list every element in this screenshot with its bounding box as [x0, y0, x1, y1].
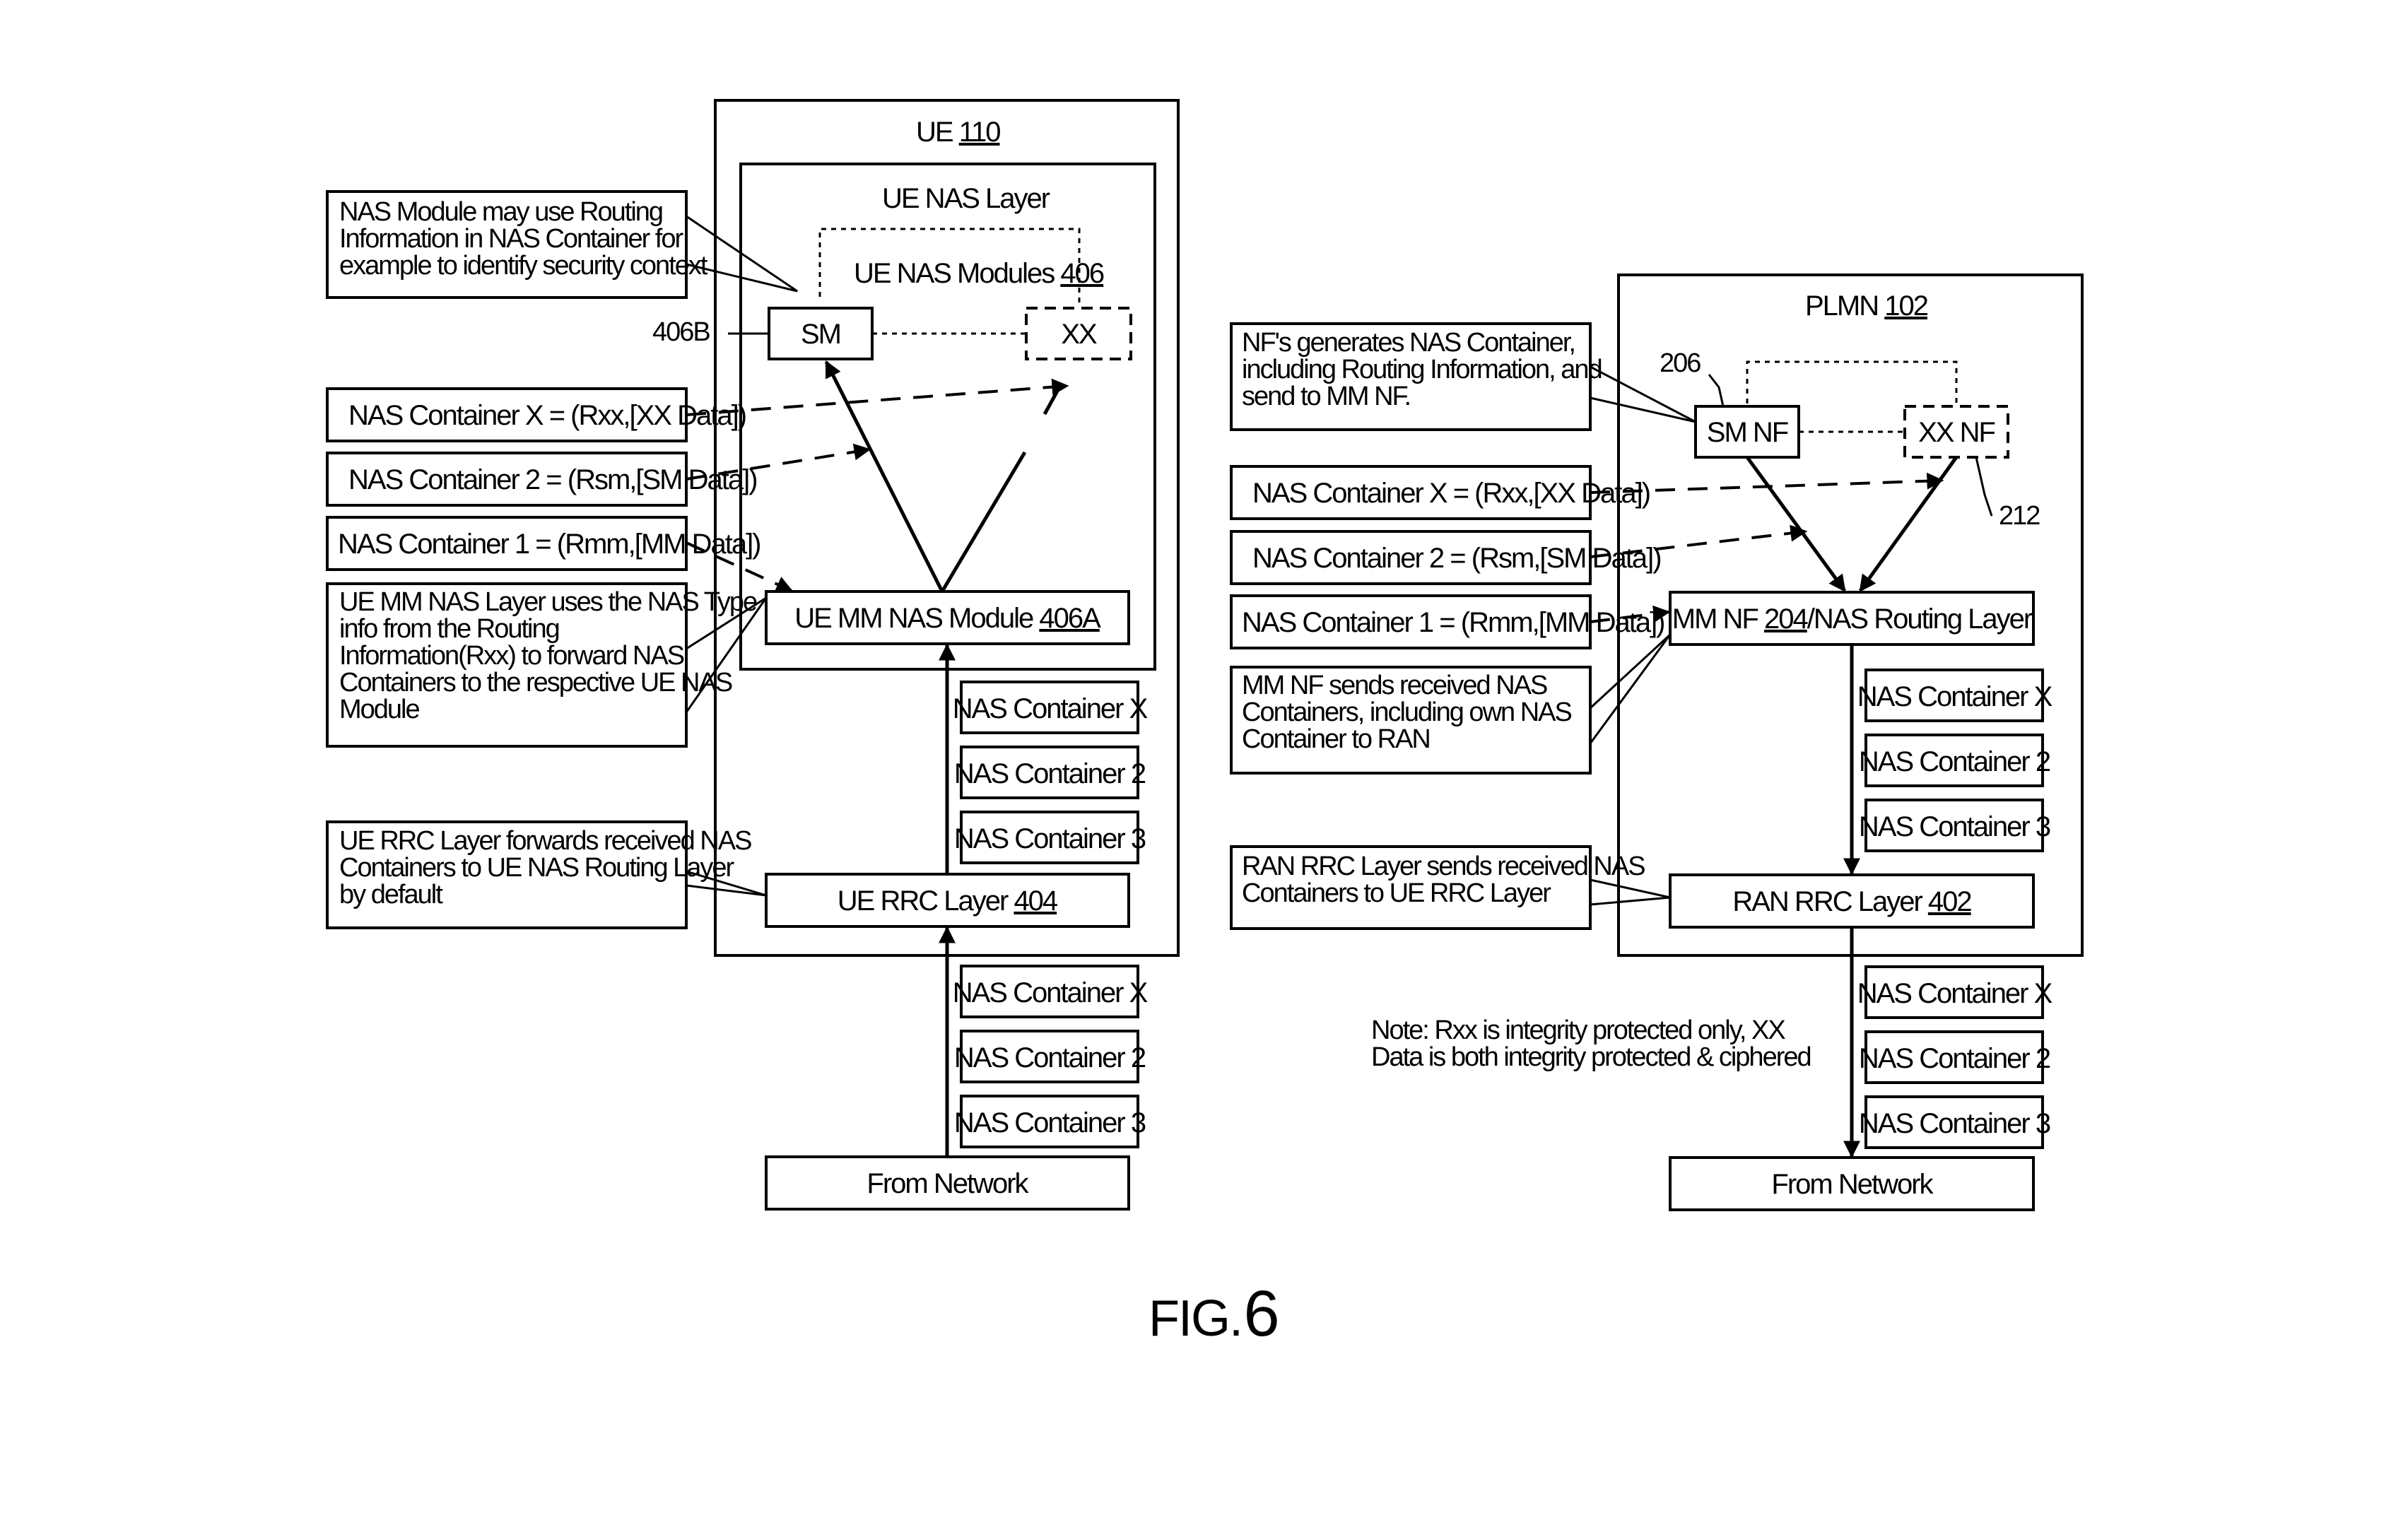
sm-module-ref: 406B — [652, 317, 710, 347]
note-mmnf-box — [1230, 666, 1592, 775]
right-container-1-def-box — [1230, 594, 1592, 649]
note-nf-box — [1230, 322, 1592, 431]
xx-nf-ref: 212 — [1999, 501, 2040, 531]
right-container-x-def-box — [1230, 465, 1592, 520]
xx-module-label: XX — [1061, 319, 1097, 350]
right-callouts: NF's generates NAS Container, including … — [1230, 322, 1944, 1072]
sm-nf-ref-leader — [1708, 374, 1725, 407]
ue-title: UE 110 — [916, 117, 1000, 148]
left-callouts: NAS Module may use Routing Information i… — [326, 190, 1069, 929]
right-lower-container-2-label: NAS Container 2 — [1859, 1043, 2050, 1074]
right-container-2-def: NAS Container 2 = (Rsm,[SM Data]) — [1252, 543, 1661, 574]
modules-dotted-outline — [818, 228, 1081, 305]
note-mm-layer-pointer — [685, 596, 768, 713]
right-container-2-arrow — [1590, 524, 1808, 558]
note-ran-text: RAN RRC Layer sends received NAS Contain… — [1242, 852, 1650, 908]
sm-nf-ref: 206 — [1660, 348, 1701, 378]
right-lower-container-3-label: NAS Container 3 — [1859, 1108, 2050, 1139]
right-upper-container-x — [1864, 669, 2044, 722]
right-from-network-label: From Network — [1771, 1169, 1934, 1200]
note-mm-layer-text: UE MM NAS Layer uses the NAS Type info f… — [339, 587, 763, 724]
note-mmnf-text: MM NF sends received NAS Containers, inc… — [1242, 671, 1577, 754]
left-upper-container-3 — [960, 811, 1139, 864]
smnf-to-mmnf-arrow — [1745, 456, 1847, 592]
ue-mm-nas-module-box — [765, 590, 1130, 645]
left-lower-container-x-label: NAS Container X — [953, 977, 1148, 1008]
right-upper-container-stack: NAS Container X NAS Container 2 NAS Cont… — [1857, 669, 2054, 852]
right-upper-container-2 — [1864, 734, 2044, 787]
right-lower-container-x — [1864, 965, 2044, 1019]
left-lower-container-2-label: NAS Container 2 — [954, 1042, 1146, 1073]
left-lower-container-x — [960, 965, 1139, 1018]
ue-rrc-layer-label: UE RRC Layer 404 — [838, 885, 1058, 917]
right-container-2-def-box — [1230, 530, 1592, 585]
right-lower-container-2 — [1864, 1030, 2044, 1084]
left-lower-container-stack: NAS Container X NAS Container 2 NAS Cont… — [953, 965, 1149, 1148]
left-lower-container-3 — [960, 1095, 1139, 1148]
left-container-x-def: NAS Container X = (Rxx,[XX Data]) — [348, 400, 746, 431]
left-upper-container-x-label: NAS Container X — [953, 693, 1148, 724]
xx-nf-label: XX NF — [1918, 417, 1995, 448]
mm-nf-routing-layer-label: MM NF 204/NAS Routing Layer — [1672, 604, 2033, 635]
xx-module-box — [1025, 307, 1132, 360]
plmn-title: PLMN 102 — [1805, 290, 1928, 322]
left-container-1-def: NAS Container 1 = (Rmm,[MM Data]) — [338, 529, 760, 560]
left-upper-container-x — [960, 681, 1139, 734]
right-lower-container-stack: NAS Container X NAS Container 2 NAS Cont… — [1857, 965, 2054, 1149]
left-lower-container-3-label: NAS Container 3 — [954, 1107, 1146, 1138]
mm-to-xx-line — [940, 451, 1027, 593]
ue-nas-layer-title: UE NAS Layer — [882, 183, 1050, 214]
note-nf-pointer — [1590, 365, 1696, 423]
note-ran-box — [1230, 845, 1592, 930]
note-ran-pointer — [1590, 878, 1671, 906]
note-nas-module-box — [326, 190, 688, 299]
right-from-network-box — [1669, 1156, 2035, 1211]
note-rxx-text: Note: Rxx is integrity protected only, X… — [1371, 1015, 1811, 1072]
right-upper-container-3 — [1864, 799, 2044, 852]
right-upper-container-2-label: NAS Container 2 — [1859, 746, 2050, 777]
right-lower-container-3 — [1864, 1095, 2044, 1149]
plmn-102-group: PLMN 102 SM NF 206 XX NF 212 MM NF 204/N… — [1617, 273, 2084, 1211]
left-upper-container-2 — [960, 746, 1139, 799]
sm-module-label: SM — [801, 319, 840, 350]
note-rrc-text: UE RRC Layer forwards received NAS Conta… — [339, 826, 757, 909]
left-upper-container-2-label: NAS Container 2 — [954, 758, 1146, 789]
right-container-1-def: NAS Container 1 = (Rmm,[MM Data]) — [1242, 607, 1664, 638]
note-rrc-box — [326, 820, 688, 929]
note-nf-text: NF's generates NAS Container, including … — [1242, 328, 1607, 411]
note-mmnf-pointer — [1589, 633, 1672, 744]
sm-nf-label: SM NF — [1707, 417, 1788, 448]
left-container-2-def: NAS Container 2 = (Rsm,[SM Data]) — [348, 464, 757, 495]
left-from-network-label: From Network — [867, 1168, 1029, 1199]
figure-caption: FIG. 6 — [1149, 1278, 1279, 1350]
right-container-x-def: NAS Container X = (Rxx,[XX Data]) — [1252, 478, 1650, 509]
note-nas-module-text: NAS Module may use Routing Information i… — [339, 197, 708, 281]
note-nas-module-pointer — [686, 215, 798, 293]
left-upper-container-stack: NAS Container X NAS Container 2 NAS Cont… — [953, 681, 1149, 864]
ue-mm-nas-module-label: UE MM NAS Module 406A — [794, 603, 1101, 634]
left-container-x-def-box — [326, 387, 688, 442]
left-lower-container-2 — [960, 1030, 1139, 1083]
mm-nf-routing-layer-box — [1669, 591, 2035, 646]
right-upper-container-3-label: NAS Container 3 — [1859, 811, 2050, 842]
sm-nf-box — [1694, 405, 1800, 459]
xx-nf-ref-leader — [1975, 457, 1993, 517]
container-1-to-mm-arrow — [686, 541, 794, 592]
right-container-1-arrow — [1590, 605, 1671, 623]
right-container-x-arrow — [1590, 472, 1944, 494]
right-lower-container-x-label: NAS Container X — [1857, 978, 2052, 1009]
left-upper-container-3-label: NAS Container 3 — [954, 823, 1146, 854]
note-rrc-pointer — [686, 870, 767, 897]
right-upper-container-x-label: NAS Container X — [1857, 681, 2052, 712]
ran-rrc-layer-label: RAN RRC Layer 402 — [1732, 886, 1971, 917]
ue-110-group: UE 110 UE NAS Layer UE NAS Modules 406 S… — [652, 99, 1180, 1211]
note-mm-layer-box — [326, 582, 688, 748]
mm-to-sm-arrow — [824, 360, 944, 593]
nf-dotted-outline — [1746, 360, 1958, 404]
ue-nas-modules-label: UE NAS Modules 406 — [854, 258, 1104, 289]
